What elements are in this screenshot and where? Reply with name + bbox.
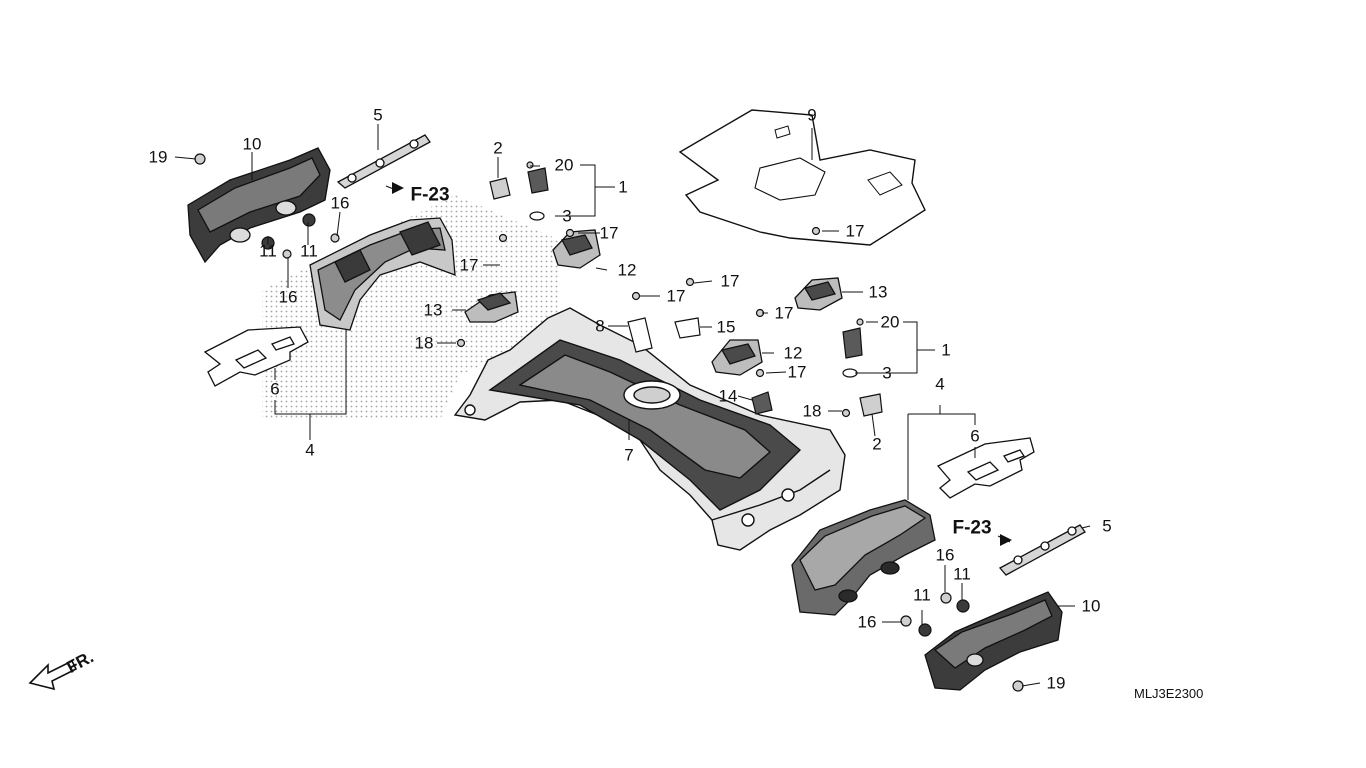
callout-10: 10 xyxy=(1081,596,1101,616)
callout-19: 19 xyxy=(1046,673,1066,693)
part-9-sheet xyxy=(678,109,926,246)
callout-19: 19 xyxy=(148,147,168,167)
callout-10: 10 xyxy=(242,134,262,154)
callout-17: 17 xyxy=(787,362,807,382)
callout-3: 3 xyxy=(882,363,892,383)
callout-17: 17 xyxy=(459,255,479,275)
part-10-cover-right xyxy=(924,591,1063,691)
callout-18: 18 xyxy=(414,333,434,353)
callout-8: 8 xyxy=(595,316,605,336)
callout-9: 9 xyxy=(807,105,817,125)
callout-2: 2 xyxy=(872,434,882,454)
callout-2: 2 xyxy=(493,138,503,158)
callout-16: 16 xyxy=(330,193,350,213)
callout-20: 20 xyxy=(554,155,574,175)
part-5-bracket-left xyxy=(336,134,431,189)
callout-1: 1 xyxy=(941,340,951,360)
drawing-code: MLJ3E2300 xyxy=(1134,686,1204,701)
callout-16: 16 xyxy=(857,612,877,632)
callout-13: 13 xyxy=(868,282,888,302)
callout-16: 16 xyxy=(935,545,955,565)
callout-11: 11 xyxy=(300,241,318,261)
callout-1: 1 xyxy=(618,177,628,197)
callout-15: 15 xyxy=(716,317,736,337)
callout-7: 7 xyxy=(624,445,634,465)
front-direction-arrow xyxy=(28,659,78,691)
part-7-main-frame xyxy=(453,307,846,551)
callout-17: 17 xyxy=(774,303,794,323)
cross-reference-left: F-23 xyxy=(410,184,450,206)
part-4-insulator-right xyxy=(791,499,936,616)
part-10-cover-left xyxy=(187,147,331,264)
callout-16: 16 xyxy=(278,287,298,307)
callout-17: 17 xyxy=(666,286,686,306)
small-hardware xyxy=(194,153,1024,692)
callout-11: 11 xyxy=(913,585,931,605)
callout-11: 11 xyxy=(259,241,277,261)
part-12-mount-upper xyxy=(552,229,601,269)
part-13-mount-right xyxy=(794,277,843,311)
callout-17: 17 xyxy=(845,221,865,241)
callout-12: 12 xyxy=(617,260,637,280)
part-5-bracket-right xyxy=(998,524,1086,576)
callout-4: 4 xyxy=(935,374,945,394)
callout-3: 3 xyxy=(562,206,572,226)
callout-6: 6 xyxy=(270,379,280,399)
callout-11: 11 xyxy=(953,564,971,584)
callout-18: 18 xyxy=(802,401,822,421)
callout-17: 17 xyxy=(720,271,740,291)
callout-12: 12 xyxy=(783,343,803,363)
callout-14: 14 xyxy=(718,386,738,406)
callout-4: 4 xyxy=(305,440,315,460)
cross-reference-right: F-23 xyxy=(952,517,992,539)
callout-5: 5 xyxy=(373,105,383,125)
callout-13: 13 xyxy=(423,300,443,320)
part-6-plate-right xyxy=(936,437,1035,499)
part-4-insulator-left xyxy=(309,217,456,331)
callout-5: 5 xyxy=(1102,516,1112,536)
part-12-mount-lower xyxy=(711,339,763,376)
stipple-shading-left xyxy=(262,195,560,420)
f23-arrows xyxy=(392,182,1012,546)
part-6-plate-left xyxy=(203,326,309,387)
callout-6: 6 xyxy=(970,426,980,446)
part-13-mount-left xyxy=(464,291,519,323)
callout-20: 20 xyxy=(880,312,900,332)
callout-17: 17 xyxy=(599,223,619,243)
